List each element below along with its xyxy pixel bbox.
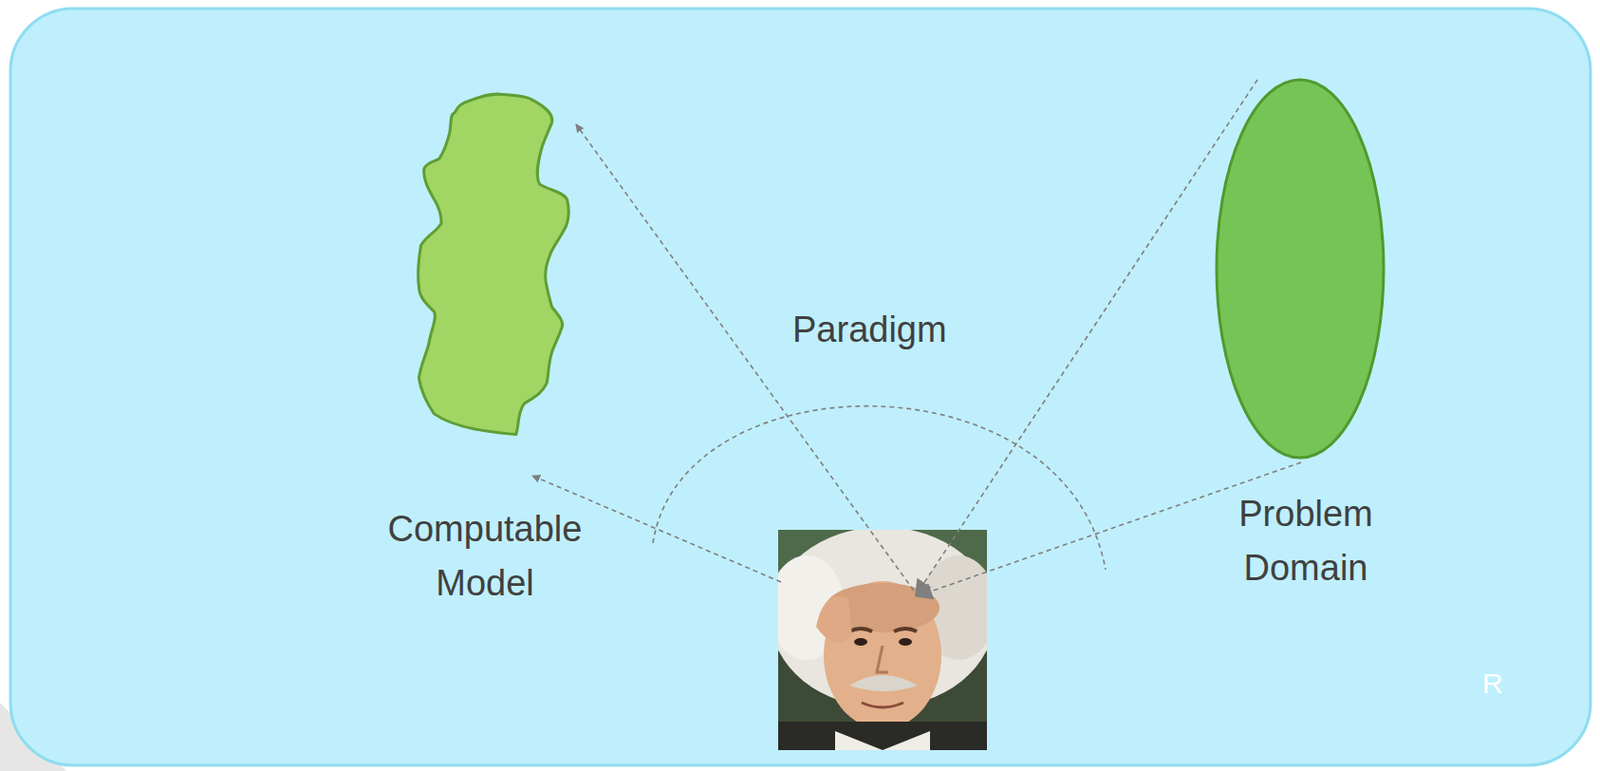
paradigm-arc [652,406,1106,570]
ellipse-shape [1214,77,1386,460]
blob-shape [417,93,569,434]
panel [10,8,1591,765]
blob-node: Computable Model [413,90,573,443]
watermark: R [1482,667,1504,700]
node-label: Computable Model [388,502,583,611]
einstein-photo [778,529,987,750]
node-label: Problem Domain [1238,486,1374,596]
blob-shape [413,90,573,443]
ellipse-shape [1216,79,1384,458]
dashed-line [915,79,1258,596]
dashed-arrow [576,124,919,597]
paradigm-label: Paradigm [792,309,948,351]
ellipse-node: Problem Domain [1214,77,1386,460]
